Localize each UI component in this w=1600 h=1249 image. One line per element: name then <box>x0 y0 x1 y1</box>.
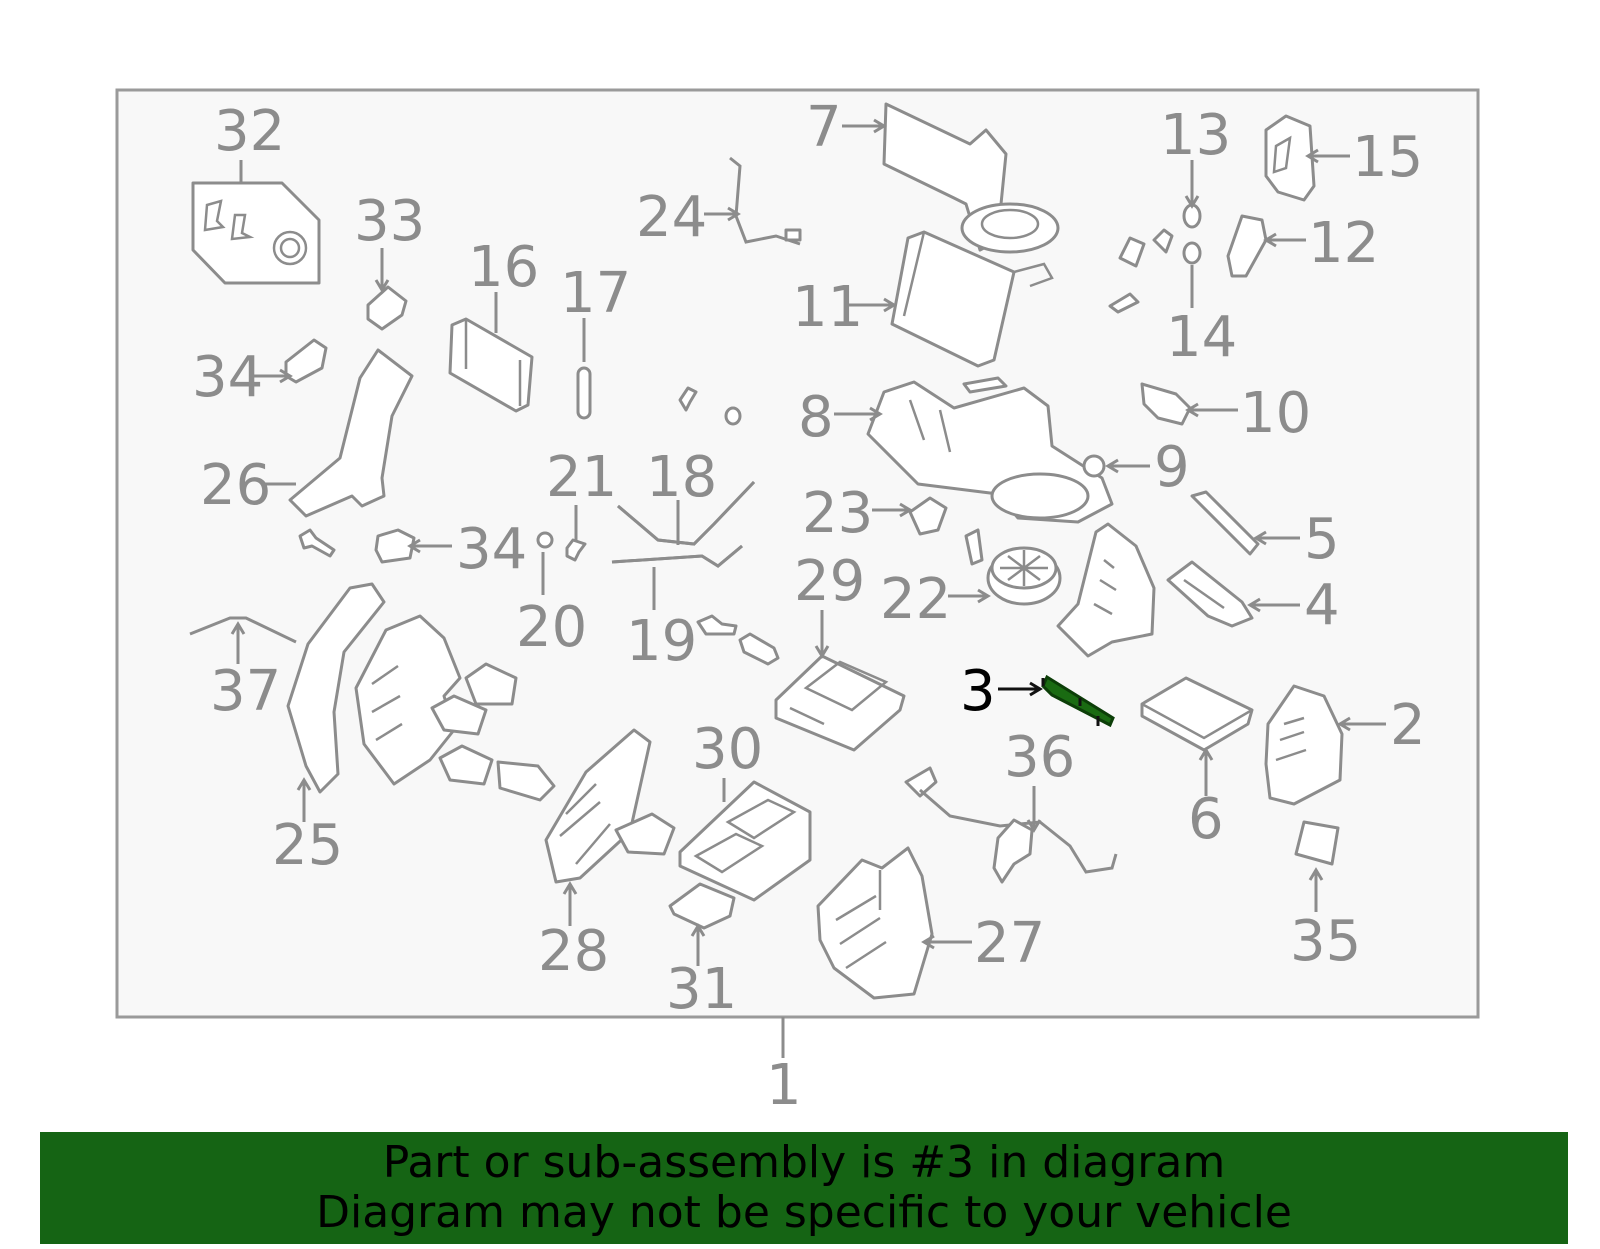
part-36-harness <box>904 766 1118 884</box>
callout-34-lower: 34 <box>456 517 527 582</box>
part-31-door <box>668 882 736 966</box>
callout-26: 26 <box>200 453 271 518</box>
part-34-clip-upper <box>254 338 328 384</box>
callout-4: 4 <box>1304 573 1340 638</box>
callout-6: 6 <box>1188 787 1224 852</box>
part-4-door <box>1166 560 1300 628</box>
info-banner: Part or sub-assembly is #3 in diagram Di… <box>40 1132 1568 1244</box>
callout-27: 27 <box>974 911 1045 976</box>
part-7-duct <box>842 102 1060 254</box>
part-35-sensor <box>1294 820 1340 912</box>
callout-1: 1 <box>766 1053 802 1118</box>
part-22-blower-motor <box>948 528 1062 606</box>
part-11-evaporator <box>848 230 1054 368</box>
part-26-duct <box>262 348 414 518</box>
callout-32: 32 <box>214 99 285 164</box>
part-9-grommet <box>1082 454 1150 478</box>
callout-3: 3 <box>960 659 996 724</box>
callout-31: 31 <box>666 957 737 1022</box>
callout-7: 7 <box>806 95 842 160</box>
part-21-clip <box>565 505 587 562</box>
part-23-actuator <box>872 496 948 536</box>
callout-labels: 1 2 3 4 5 6 7 8 9 10 11 12 13 14 15 16 1… <box>192 95 1426 1118</box>
part-30-door-kit <box>678 778 812 902</box>
part-14-oring <box>1182 241 1202 308</box>
callout-14: 14 <box>1166 305 1237 370</box>
callout-11: 11 <box>792 275 863 340</box>
part-12-valve <box>1226 214 1306 278</box>
part-27-case-lower <box>816 846 972 1000</box>
callout-37: 37 <box>210 659 281 724</box>
callout-18: 18 <box>646 445 717 510</box>
callout-29: 29 <box>794 549 865 614</box>
part-blower-housing <box>1056 522 1156 658</box>
part-15-bracket <box>1264 114 1350 202</box>
part-33-clip <box>366 248 408 331</box>
callout-17: 17 <box>560 261 631 326</box>
part-25-duct <box>286 582 386 822</box>
callout-10: 10 <box>1240 381 1311 446</box>
callout-35: 35 <box>1290 909 1361 974</box>
callout-9: 9 <box>1154 435 1190 500</box>
callout-20: 20 <box>516 595 587 660</box>
banner-line-1: Part or sub-assembly is #3 in diagram <box>382 1137 1226 1188</box>
part-19-pipe <box>611 544 743 610</box>
callout-2: 2 <box>1390 693 1426 758</box>
callout-8: 8 <box>798 385 834 450</box>
callout-25: 25 <box>272 813 343 878</box>
part-28-duct <box>544 728 676 926</box>
part-3-highlighted <box>998 674 1115 728</box>
banner-line-2: Diagram may not be specific to your vehi… <box>316 1187 1292 1238</box>
callout-36: 36 <box>1004 725 1075 790</box>
part-37-seal-strip <box>189 616 297 664</box>
callout-19: 19 <box>626 609 697 674</box>
callout-12: 12 <box>1308 211 1379 276</box>
part-expansion-fittings <box>1108 228 1174 314</box>
part-17-sensor <box>576 318 592 420</box>
callout-24: 24 <box>636 185 707 250</box>
callout-30: 30 <box>692 717 763 782</box>
callout-33: 33 <box>354 189 425 254</box>
part-13-oring <box>1182 160 1202 229</box>
part-34-clip-lower <box>374 528 452 564</box>
part-case-center <box>354 614 556 802</box>
callout-15: 15 <box>1352 125 1423 190</box>
callout-34-upper: 34 <box>192 345 263 410</box>
part-bolt-clip <box>696 614 780 666</box>
callout-23: 23 <box>802 481 873 546</box>
callout-28: 28 <box>538 919 609 984</box>
callout-21: 21 <box>546 445 617 510</box>
callout-13: 13 <box>1160 103 1231 168</box>
callout-16: 16 <box>468 235 539 300</box>
part-8-case-upper <box>834 376 1114 524</box>
part-2-case-cover <box>1264 684 1386 806</box>
part-small-fittings <box>678 386 742 426</box>
part-18-pipe <box>617 480 756 546</box>
part-16-heater-core <box>448 292 534 413</box>
part-10-actuator <box>1140 382 1238 426</box>
part-20-grommet <box>536 531 554 595</box>
part-bolt-small <box>298 528 336 558</box>
part-5-seal <box>1190 490 1300 556</box>
callout-5: 5 <box>1304 507 1340 572</box>
part-24-harness <box>704 156 802 246</box>
part-32-kit <box>191 160 321 285</box>
part-29-filter-cover <box>774 610 906 752</box>
callout-22: 22 <box>880 567 951 632</box>
part-6-cabin-filter <box>1140 676 1254 796</box>
